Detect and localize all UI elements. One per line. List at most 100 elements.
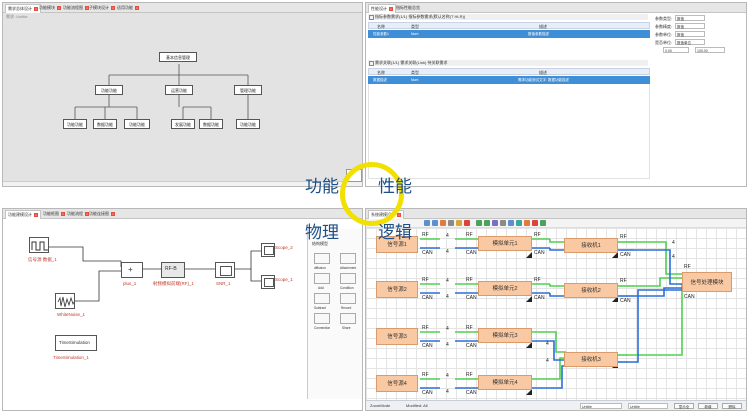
close-icon[interactable]: × (34, 212, 38, 217)
diagram-select[interactable]: Untitle (628, 403, 668, 409)
close-icon[interactable]: × (111, 5, 115, 10)
view-select[interactable]: Untitle (580, 403, 622, 409)
tab-applicable-function[interactable]: 适用功能× (115, 4, 141, 12)
redo-icon[interactable] (432, 220, 438, 226)
close-icon[interactable]: × (389, 6, 393, 11)
scope-block[interactable] (261, 243, 275, 257)
signal-source-block[interactable]: 信号源1 (376, 236, 418, 253)
property-field[interactable]: 数值 (675, 15, 705, 21)
close-icon[interactable]: × (34, 6, 38, 11)
signal-source-block[interactable]: 信号源3 (376, 328, 418, 345)
close-icon[interactable]: × (397, 212, 401, 217)
copy-icon[interactable] (448, 220, 454, 226)
hierarchy-leaf[interactable]: 功能功能 (63, 119, 87, 129)
close-icon[interactable]: × (135, 5, 139, 10)
fit-icon[interactable] (492, 220, 498, 226)
horizontal-scrollbar[interactable] (3, 181, 362, 186)
signal-processor-block[interactable]: 信号处理模块 (682, 272, 732, 292)
signal-source-block[interactable] (29, 237, 49, 253)
section-header[interactable]: 需求关联(1/1) 需求关联(Link) 待关联需求 (368, 60, 648, 66)
signal-source-block[interactable]: 信号源4 (376, 375, 418, 392)
align-icon[interactable] (508, 220, 514, 226)
tab-performance-overview[interactable]: 指标性能总览 (394, 4, 422, 12)
layout-icon[interactable] (516, 220, 522, 226)
simulation-unit-block[interactable]: 模拟单元1 (478, 236, 532, 251)
snr-block[interactable] (215, 262, 235, 278)
section-header[interactable]: 指标参数需求(1/1) 指标参数需求(默认名称(T HLR)) (368, 14, 648, 20)
property-field[interactable]: 数值 (675, 23, 705, 29)
close-icon[interactable]: × (111, 211, 115, 216)
delete-icon[interactable] (464, 220, 470, 226)
link-icon[interactable] (524, 220, 530, 226)
tab-function-block[interactable]: 功能框图× (41, 210, 67, 218)
hierarchy-leaf[interactable]: 功能功能 (236, 119, 260, 129)
column-header: 名称 (377, 24, 385, 29)
tab-function-model[interactable]: 功能建模设计× (5, 210, 41, 219)
simulation-unit-block[interactable]: 模拟单元3 (478, 328, 532, 343)
cell: 数据描述 (373, 78, 387, 82)
tab-submodule-design[interactable]: 子模块设计× (87, 4, 117, 12)
simulation-unit-block[interactable]: 模拟单元4 (478, 375, 532, 390)
palette-item[interactable] (314, 313, 330, 324)
diagram-canvas[interactable]: 信号源1 信号源2 信号源3 信号源4 模拟单元1 模拟单元2 模拟单元3 模拟… (366, 228, 746, 400)
close-icon[interactable]: × (85, 211, 89, 216)
receiver-block[interactable]: 接收机1 (564, 238, 618, 253)
scope-icon (264, 246, 274, 255)
checkbox-icon[interactable] (369, 15, 374, 20)
hierarchy-leaf[interactable]: 功能功能 (124, 119, 150, 129)
palette-item[interactable] (340, 313, 356, 324)
palette-item[interactable] (314, 253, 330, 264)
palette-item[interactable] (340, 253, 356, 264)
add-button[interactable]: 新增 (698, 403, 718, 409)
tab-function-link[interactable]: 功能连接图× (87, 210, 117, 218)
hierarchy-node[interactable]: 管理功能 (234, 85, 262, 95)
undo-icon[interactable] (424, 220, 430, 226)
time-simulation-block[interactable]: TimeSimulation (55, 335, 97, 351)
range-max-field[interactable]: 100.00 (695, 47, 725, 53)
signal-source-block[interactable]: 信号源2 (376, 281, 418, 298)
tab-function-flow[interactable]: 功能流程图× (61, 4, 91, 12)
zoom-in-icon[interactable] (476, 220, 482, 226)
simulation-unit-block[interactable]: 模拟单元2 (478, 281, 532, 296)
palette-item[interactable] (314, 293, 330, 304)
hierarchy-leaf[interactable]: 数据功能 (93, 119, 117, 129)
receiver-block[interactable]: 接收机3 (564, 352, 618, 367)
run-icon[interactable] (540, 220, 546, 226)
column-header: 描述 (539, 70, 547, 75)
canvas-title: 需求: Untitle (6, 14, 28, 19)
white-noise-block[interactable] (55, 293, 75, 309)
hierarchy-leaf[interactable]: 发展功能 (171, 119, 195, 129)
tab-function-module[interactable]: 功能模块× (37, 4, 63, 12)
table-row[interactable]: 性能参数1 Num 数值参数描述 (368, 30, 650, 38)
table-row[interactable]: 数据描述 Num 需求功能测试文字: 数据功能描述 (368, 76, 650, 84)
property-field[interactable]: 数值单位 (675, 39, 705, 45)
zoom-out-icon[interactable] (484, 220, 490, 226)
palette-item[interactable] (340, 293, 356, 304)
receiver-block[interactable]: 接收机2 (564, 283, 618, 298)
tab-performance-design[interactable]: 性能设计× (368, 4, 396, 13)
stop-icon[interactable] (532, 220, 538, 226)
checkbox-icon[interactable] (369, 61, 374, 66)
property-field[interactable]: 数值 (675, 31, 705, 37)
tab-function-flow[interactable]: 功能流程× (65, 210, 91, 218)
port-label: RF (422, 372, 429, 378)
scope-block[interactable] (261, 275, 275, 289)
show-all-button[interactable]: 显示全 (674, 403, 694, 409)
hierarchy-leaf[interactable]: 数据功能 (199, 119, 223, 129)
close-icon[interactable]: × (57, 5, 61, 10)
delete-button[interactable]: 删除 (722, 403, 742, 409)
grid-icon[interactable] (500, 220, 506, 226)
palette-item[interactable] (314, 273, 330, 284)
hierarchy-root[interactable]: 基本信息管理 (159, 52, 197, 62)
range-min-field[interactable]: 0.00 (663, 47, 689, 53)
tab-requirement-design[interactable]: 需求总体设计× (5, 4, 41, 13)
paste-icon[interactable] (456, 220, 462, 226)
hierarchy-node[interactable]: 运营功能 (165, 85, 193, 95)
palette-item[interactable] (340, 273, 356, 284)
close-icon[interactable]: × (85, 5, 89, 10)
rf-frontend-block[interactable]: RF-B (161, 262, 185, 278)
close-icon[interactable]: × (61, 211, 65, 216)
cut-icon[interactable] (440, 220, 446, 226)
plus-block[interactable]: + (121, 262, 143, 278)
hierarchy-node[interactable]: 功能功能 (95, 85, 123, 95)
